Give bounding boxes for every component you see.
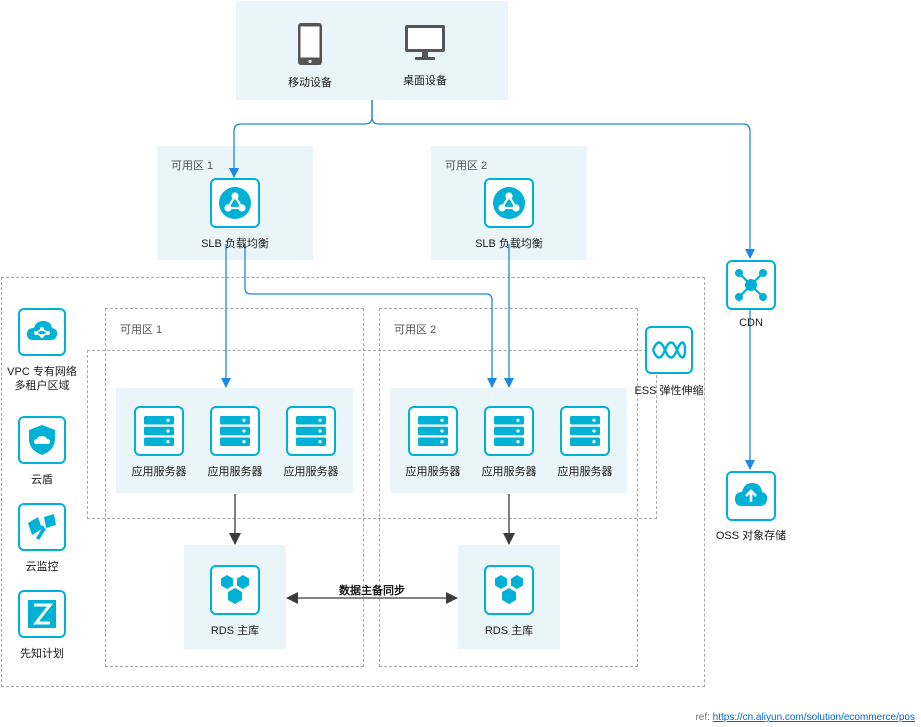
server-icon bbox=[570, 416, 600, 446]
server-icon bbox=[494, 416, 524, 446]
xianzhi-node bbox=[18, 590, 66, 638]
app-server-1-3 bbox=[286, 406, 336, 456]
cdn-label: CDN bbox=[739, 317, 763, 329]
lb-zone-2-label: 可用区 2 bbox=[445, 160, 488, 172]
app-server-2-2-label: 应用服务器 bbox=[481, 466, 537, 478]
slb-node-1-label: SLB 负载均衡 bbox=[201, 238, 269, 250]
ess-label: ESS 弹性伸缩 bbox=[634, 385, 704, 397]
elastic-scaling-icon bbox=[651, 341, 687, 359]
vpc-node bbox=[18, 308, 66, 356]
cloud-monitor-label: 云监控 bbox=[25, 561, 59, 573]
vpc-label-line1: VPC 专有网络 bbox=[7, 366, 77, 378]
rds-node-1-label: RDS 主库 bbox=[210, 625, 260, 637]
app-server-1-1 bbox=[134, 406, 184, 456]
rds-sync-label: 数据主备同步 bbox=[339, 585, 405, 597]
mobile-device bbox=[296, 22, 324, 66]
xianzhi-icon bbox=[28, 600, 56, 628]
ess-node bbox=[645, 326, 693, 374]
app-server-2-3 bbox=[560, 406, 610, 456]
reference-line: ref: https://cn.aliyun.com/solution/ecom… bbox=[695, 712, 915, 723]
vpc-cloud-icon bbox=[27, 321, 58, 340]
vpc-label-line2: 多租户区域 bbox=[14, 380, 70, 392]
app-server-1-2 bbox=[210, 406, 260, 456]
oss-label: OSS 对象存储 bbox=[715, 530, 787, 542]
app-zone-1-label: 可用区 1 bbox=[120, 324, 163, 336]
app-server-1-1-label: 应用服务器 bbox=[131, 466, 187, 478]
desktop-device-label: 桌面设备 bbox=[403, 75, 447, 87]
app-server-1-2-label: 应用服务器 bbox=[207, 466, 263, 478]
load-balancer-icon bbox=[493, 187, 525, 219]
app-zone-1: 可用区 1 bbox=[105, 308, 364, 667]
server-icon bbox=[144, 416, 174, 446]
slb-node-2-label: SLB 负载均衡 bbox=[475, 238, 543, 250]
cloud-shield-label: 云盾 bbox=[31, 474, 53, 486]
clients-panel bbox=[236, 1, 508, 100]
app-server-1-3-label: 应用服务器 bbox=[283, 466, 339, 478]
database-icon bbox=[221, 575, 249, 604]
lb-zone-1-label: 可用区 1 bbox=[171, 160, 214, 172]
load-balancer-icon bbox=[219, 187, 251, 219]
rds-node-1 bbox=[210, 565, 260, 615]
app-server-2-1 bbox=[408, 406, 458, 456]
xianzhi-label: 先知计划 bbox=[20, 648, 64, 660]
reference-link[interactable]: https://cn.aliyun.com/solution/ecommerce… bbox=[712, 712, 915, 723]
slb-node-1 bbox=[210, 178, 260, 228]
cloud-monitor-node bbox=[18, 503, 66, 551]
cdn-node bbox=[726, 260, 776, 310]
mobile-phone-icon bbox=[298, 23, 322, 65]
desktop-device bbox=[404, 24, 446, 64]
server-icon bbox=[296, 416, 326, 446]
desktop-monitor-icon bbox=[405, 25, 445, 60]
reference-prefix: ref: bbox=[695, 712, 710, 723]
app-server-2-2 bbox=[484, 406, 534, 456]
rds-node-2-label: RDS 主库 bbox=[484, 625, 534, 637]
server-icon bbox=[220, 416, 250, 446]
cloud-upload-icon bbox=[735, 483, 768, 506]
app-server-2-1-label: 应用服务器 bbox=[405, 466, 461, 478]
rds-node-2 bbox=[484, 565, 534, 615]
cdn-icon bbox=[735, 269, 767, 301]
database-icon bbox=[495, 575, 523, 604]
server-icon bbox=[418, 416, 448, 446]
shield-icon bbox=[29, 425, 55, 455]
cloud-shield-node bbox=[18, 416, 66, 464]
app-zone-2-label: 可用区 2 bbox=[394, 324, 437, 336]
mobile-device-label: 移动设备 bbox=[288, 77, 332, 89]
app-server-2-3-label: 应用服务器 bbox=[557, 466, 613, 478]
monitor-gauge-icon bbox=[28, 514, 56, 540]
slb-node-2 bbox=[484, 178, 534, 228]
oss-node bbox=[726, 471, 776, 521]
